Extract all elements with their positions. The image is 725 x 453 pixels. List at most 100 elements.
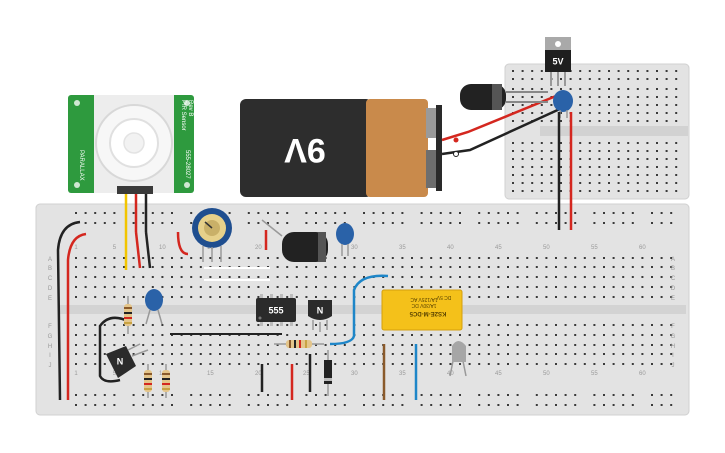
breadboard-hole xyxy=(190,222,193,224)
breadboard-hole xyxy=(75,394,77,396)
breadboard-hole xyxy=(555,344,557,346)
breadboard-hole xyxy=(588,88,591,90)
breadboard-hole xyxy=(219,286,221,288)
ceramic-capacitor-left[interactable] xyxy=(145,289,163,325)
electrolytic-capacitor-main[interactable] xyxy=(261,219,328,262)
breadboard-hole xyxy=(324,324,327,326)
breadboard-hole xyxy=(411,344,413,346)
breadboard-hole xyxy=(382,212,385,214)
breadboard-hole xyxy=(103,212,106,214)
breadboard-hole xyxy=(295,296,298,298)
breadboard-hole xyxy=(267,353,269,355)
diode[interactable] xyxy=(324,350,332,396)
column-number: 1 xyxy=(74,371,78,377)
breadboard-hole xyxy=(267,296,269,298)
breadboard-hole xyxy=(535,296,538,298)
ceramic-capacitor-middle[interactable] xyxy=(336,223,354,256)
breadboard-hole xyxy=(516,276,519,278)
breadboard-hole xyxy=(103,276,106,278)
potentiometer[interactable] xyxy=(192,208,232,262)
column-number: 60 xyxy=(639,371,646,377)
breadboard-hole xyxy=(670,334,673,336)
breadboard-hole xyxy=(535,257,538,259)
breadboard-hole xyxy=(142,404,145,406)
breadboard-hole xyxy=(142,353,145,355)
timer-ic-555[interactable]: 555 xyxy=(256,294,296,326)
resistor-middle-horizontal[interactable] xyxy=(274,340,324,348)
breadboard-hole xyxy=(636,88,639,90)
electrolytic-capacitor-top[interactable] xyxy=(460,84,548,110)
breadboard-hole xyxy=(627,120,630,122)
relay[interactable]: DC 5V KS2E-M-DC5 1A/30V DC 1A/125V AC xyxy=(381,289,463,331)
breadboard-hole xyxy=(171,404,173,406)
breadboard-hole xyxy=(574,257,577,259)
breadboard-hole xyxy=(276,266,279,268)
breadboard-hole xyxy=(209,286,212,288)
breadboard-hole xyxy=(631,286,634,288)
transistor-top[interactable]: N xyxy=(308,300,332,332)
breadboard-hole xyxy=(641,257,644,259)
breadboard-hole xyxy=(247,222,250,224)
breadboard-hole xyxy=(560,190,562,192)
breadboard-hole xyxy=(267,324,269,326)
breadboard-hole xyxy=(84,344,87,346)
breadboard-hole xyxy=(84,286,87,288)
breadboard-hole xyxy=(267,257,269,259)
breadboard-hole xyxy=(286,334,289,336)
breadboard-hole xyxy=(593,324,596,326)
breadboard-hole xyxy=(526,296,529,298)
resistor-left-vertical[interactable] xyxy=(124,296,132,334)
breadboard-hole xyxy=(420,334,423,336)
breadboard-hole xyxy=(627,96,630,98)
led[interactable] xyxy=(449,341,467,377)
breadboard-hole xyxy=(521,70,524,72)
breadboard-hole xyxy=(497,363,500,365)
transistor-left[interactable]: N xyxy=(106,343,149,378)
breadboard-hole xyxy=(656,182,658,184)
breadboard-hole xyxy=(641,344,644,346)
breadboard-hole xyxy=(622,363,625,365)
breadboard-hole xyxy=(579,158,582,160)
breadboard-hole xyxy=(516,266,519,268)
breadboard-hole xyxy=(675,150,678,152)
battery-black-terminal xyxy=(453,151,459,157)
breadboard-hole xyxy=(675,70,678,72)
breadboard-hole xyxy=(531,96,534,98)
breadboard-hole xyxy=(84,334,87,336)
breadboard-hole xyxy=(238,324,241,326)
breadboard-hole xyxy=(670,257,673,259)
breadboard-hole xyxy=(550,88,553,90)
row-letter: H xyxy=(671,344,675,350)
breadboard-hole xyxy=(171,212,173,214)
breadboard-hole xyxy=(199,296,202,298)
breadboard-hole xyxy=(521,78,524,80)
breadboard-hole xyxy=(516,286,519,288)
breadboard-hole xyxy=(560,142,562,144)
pir-sensor[interactable]: PIR Sensor Rev B 555-28027 PARALLAX xyxy=(68,95,194,194)
resistor-bottom-2[interactable] xyxy=(162,364,170,398)
breadboard-hole xyxy=(391,266,394,268)
breadboard-hole xyxy=(487,353,490,355)
breadboard-hole xyxy=(238,296,241,298)
breadboard-hole xyxy=(608,120,610,122)
breadboard-hole xyxy=(507,212,509,214)
resistor-bottom-1[interactable] xyxy=(144,364,152,398)
breadboard-hole xyxy=(636,142,639,144)
battery-9v[interactable]: 9V xyxy=(240,99,442,197)
breadboard-hole xyxy=(516,296,519,298)
breadboard-hole xyxy=(75,266,77,268)
breadboard-hole xyxy=(468,363,471,365)
breadboard-hole xyxy=(579,104,582,106)
breadboard-hole xyxy=(579,96,582,98)
breadboard-hole xyxy=(651,404,653,406)
wire-black-transistor-loop xyxy=(98,316,131,383)
breadboard-hole xyxy=(401,266,404,268)
breadboard-hole xyxy=(651,276,653,278)
voltage-regulator-5v[interactable]: 5V xyxy=(545,37,571,86)
breadboard-hole xyxy=(636,96,639,98)
breadboard-hole xyxy=(228,394,231,396)
row-letter: J xyxy=(49,363,52,369)
breadboard-hole xyxy=(420,404,423,406)
breadboard-hole xyxy=(540,70,543,72)
breadboard-hole xyxy=(497,212,500,214)
